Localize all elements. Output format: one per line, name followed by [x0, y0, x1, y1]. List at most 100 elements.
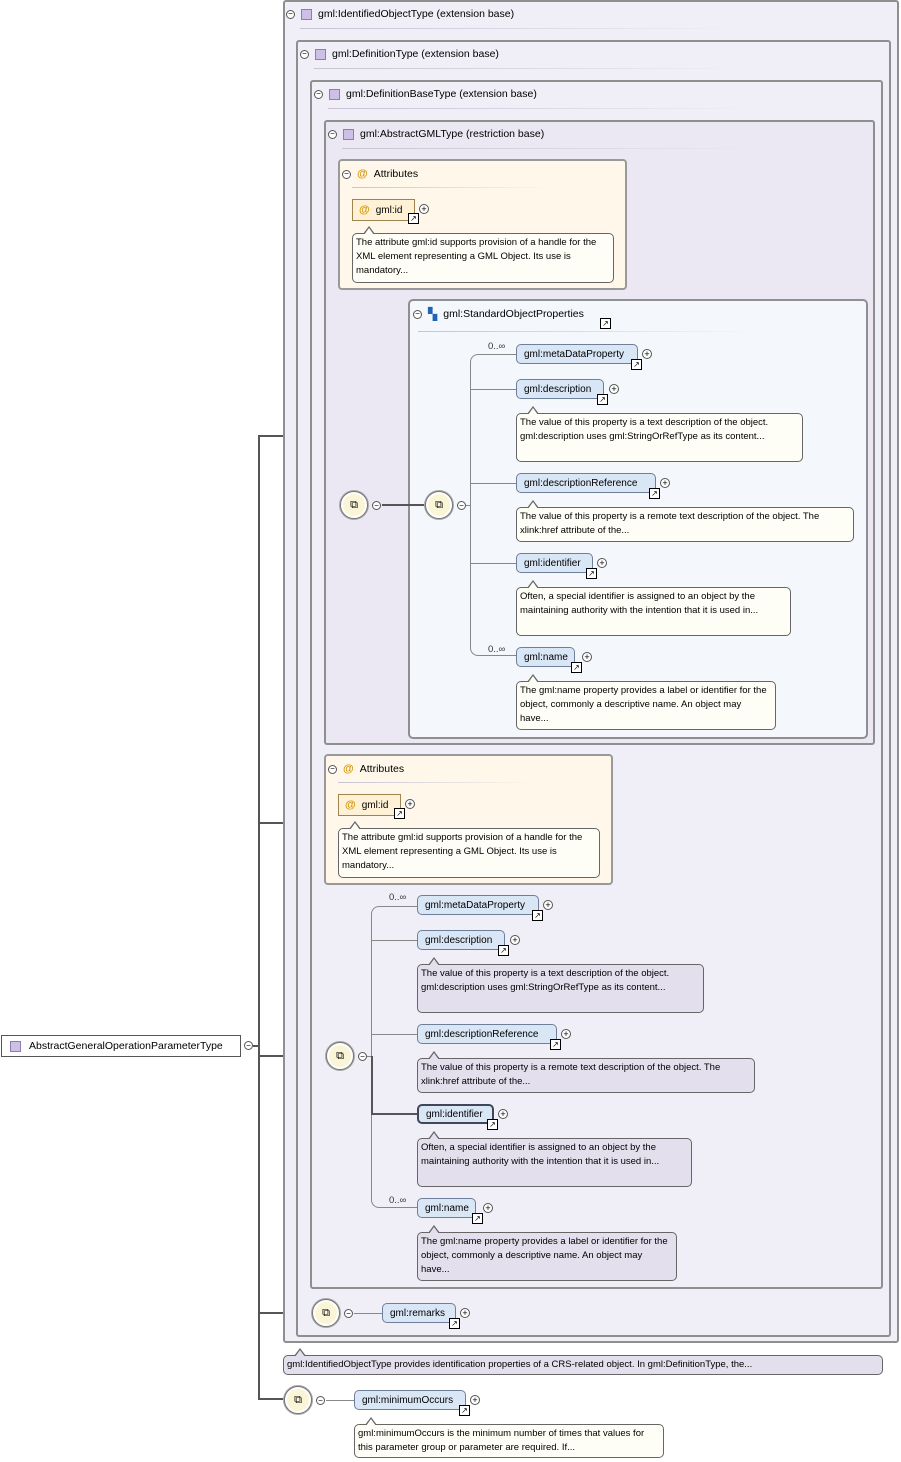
- expand-icon[interactable]: +: [582, 652, 592, 662]
- attribute-icon: @: [343, 763, 354, 775]
- expand-icon[interactable]: +: [561, 1029, 571, 1039]
- complex-type-icon: [329, 88, 340, 100]
- expand-icon[interactable]: +: [460, 1308, 470, 1318]
- reference-arrow-icon[interactable]: ↗: [571, 662, 582, 673]
- element-minimum-occurs[interactable]: gml:minimumOccurs: [354, 1390, 466, 1410]
- sequence-compositor-icon[interactable]: ⧉: [326, 1042, 354, 1070]
- collapse-icon[interactable]: −: [328, 129, 337, 139]
- cardinality-label: 0..∞: [488, 644, 506, 655]
- expand-icon[interactable]: +: [470, 1395, 480, 1405]
- complex-type-icon: [10, 1040, 21, 1052]
- expand-icon[interactable]: +: [419, 204, 429, 214]
- sequence-compositor-icon[interactable]: ⧉: [312, 1299, 340, 1327]
- collapse-icon[interactable]: −: [413, 309, 422, 319]
- name-doc: The gml:name property provides a label o…: [516, 674, 776, 730]
- expand-icon[interactable]: +: [498, 1109, 508, 1119]
- expand-icon[interactable]: +: [609, 384, 619, 394]
- abstract-gml-type-header: − gml:AbstractGMLType (restriction base): [328, 127, 544, 141]
- element-metadata-property[interactable]: gml:metaDataProperty: [516, 344, 638, 364]
- attribute-id-label: gml:id: [361, 799, 389, 811]
- connector: [372, 1034, 417, 1035]
- cardinality-label: 0..∞: [488, 341, 506, 352]
- expand-icon[interactable]: +: [543, 900, 553, 910]
- element-description-outer[interactable]: gml:description: [417, 930, 505, 950]
- collapse-icon[interactable]: −: [316, 1396, 325, 1405]
- attribute-icon: @: [357, 168, 368, 180]
- connector: [471, 563, 516, 564]
- connector-bracket: [470, 354, 516, 656]
- header-divider: [328, 108, 758, 109]
- reference-arrow-icon[interactable]: ↗: [459, 1405, 470, 1416]
- collapse-icon[interactable]: −: [342, 169, 351, 179]
- sequence-compositor-icon[interactable]: ⧉: [340, 491, 368, 519]
- sequence-compositor-icon[interactable]: ⧉: [284, 1386, 312, 1414]
- identifier-doc: Often, a special identifier is assigned …: [516, 580, 791, 636]
- reference-arrow-icon[interactable]: ↗: [472, 1213, 483, 1224]
- element-name-outer[interactable]: gml:name: [417, 1198, 476, 1218]
- collapse-icon[interactable]: −: [328, 764, 337, 774]
- reference-arrow-icon[interactable]: ↗: [408, 213, 419, 224]
- complex-type-icon: [343, 128, 354, 140]
- expand-icon[interactable]: +: [483, 1203, 493, 1213]
- name-doc-outer: The gml:name property provides a label o…: [417, 1225, 677, 1281]
- collapse-icon[interactable]: −: [286, 9, 295, 19]
- root-type-label: AbstractGeneralOperationParameterType: [29, 1040, 223, 1052]
- element-description[interactable]: gml:description: [516, 379, 604, 399]
- expand-icon[interactable]: +: [405, 799, 415, 809]
- element-identifier-outer[interactable]: gml:identifier: [417, 1104, 494, 1124]
- element-remarks[interactable]: gml:remarks: [382, 1303, 456, 1323]
- definition-base-type-label: gml:DefinitionBaseType (extension base): [346, 88, 537, 100]
- complex-type-icon: [301, 8, 312, 20]
- element-identifier[interactable]: gml:identifier: [516, 553, 593, 573]
- reference-arrow-icon[interactable]: ↗: [649, 488, 660, 499]
- element-description-reference-outer[interactable]: gml:descriptionReference: [417, 1024, 557, 1044]
- header-divider: [300, 28, 740, 29]
- sequence-compositor-icon[interactable]: ⧉: [425, 491, 453, 519]
- expand-icon[interactable]: +: [660, 478, 670, 488]
- collapse-icon[interactable]: −: [372, 501, 381, 510]
- header-divider: [314, 68, 744, 69]
- attributes-title-inner: Attributes: [373, 168, 419, 180]
- connector: [382, 504, 425, 506]
- element-description-reference[interactable]: gml:descriptionReference: [516, 473, 656, 493]
- collapse-icon[interactable]: −: [358, 1052, 367, 1061]
- attribute-id-doc-inner: The attribute gml:id supports provision …: [352, 226, 614, 283]
- connector: [372, 940, 417, 941]
- reference-arrow-icon[interactable]: ↗: [550, 1039, 561, 1050]
- attribute-gml-id[interactable]: @ gml:id: [338, 794, 401, 816]
- reference-arrow-icon[interactable]: ↗: [631, 359, 642, 370]
- connector: [354, 1313, 382, 1314]
- expand-icon[interactable]: +: [510, 935, 520, 945]
- description-doc-outer: The value of this property is a text des…: [417, 957, 704, 1013]
- collapse-icon[interactable]: −: [457, 501, 466, 510]
- attribute-gml-id-inner[interactable]: @ gml:id: [352, 199, 415, 221]
- attribute-icon: @: [345, 799, 356, 811]
- connector-highlight: [371, 1056, 373, 1114]
- collapse-root-button[interactable]: −: [244, 1041, 253, 1050]
- group-label: gml:StandardObjectProperties: [443, 308, 584, 320]
- identified-object-type-doc: gml:IdentifiedObjectType provides identi…: [283, 1348, 883, 1375]
- identified-object-type-header: − gml:IdentifiedObjectType (extension ba…: [286, 7, 514, 21]
- connector: [471, 389, 516, 390]
- reference-arrow-icon[interactable]: ↗: [597, 394, 608, 405]
- element-metadata-property-outer[interactable]: gml:metaDataProperty: [417, 895, 539, 915]
- collapse-icon[interactable]: −: [344, 1309, 353, 1318]
- connector: [326, 1400, 354, 1401]
- expand-icon[interactable]: +: [597, 558, 607, 568]
- expand-icon[interactable]: +: [642, 349, 652, 359]
- reference-arrow-icon[interactable]: ↗: [600, 318, 611, 329]
- reference-arrow-icon[interactable]: ↗: [532, 910, 543, 921]
- reference-arrow-icon[interactable]: ↗: [449, 1318, 460, 1329]
- reference-arrow-icon[interactable]: ↗: [586, 568, 597, 579]
- collapse-icon[interactable]: −: [314, 89, 323, 99]
- reference-arrow-icon[interactable]: ↗: [487, 1119, 498, 1130]
- connector: [258, 1398, 284, 1400]
- root-type-box[interactable]: AbstractGeneralOperationParameterType: [1, 1035, 241, 1057]
- element-name[interactable]: gml:name: [516, 647, 575, 667]
- header-divider: [338, 782, 538, 783]
- minimum-occurs-doc: gml:minimumOccurs is the minimum number …: [354, 1417, 664, 1458]
- attribute-icon: @: [359, 204, 370, 216]
- reference-arrow-icon[interactable]: ↗: [394, 808, 405, 819]
- collapse-icon[interactable]: −: [300, 49, 309, 59]
- reference-arrow-icon[interactable]: ↗: [498, 945, 509, 956]
